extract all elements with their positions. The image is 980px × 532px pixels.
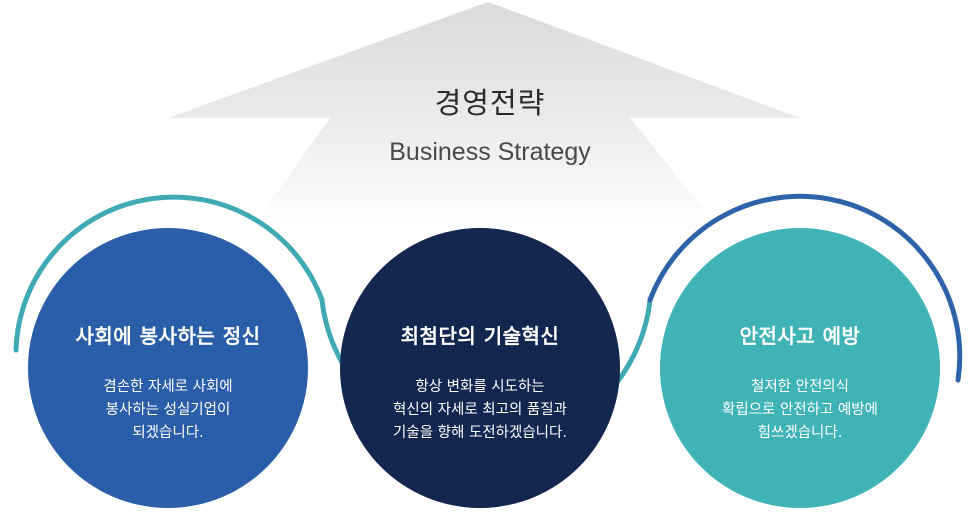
- description-line: 철저한 안전의식: [751, 379, 849, 395]
- upward-arrow-shape: [168, 2, 800, 230]
- description-line: 겸손한 자세로 사회에: [103, 379, 233, 395]
- description-line: 기술을 향해 도전하겠습니다.: [393, 425, 567, 441]
- strategy-title-english: Business Strategy: [389, 138, 591, 166]
- right-ring-arc: [647, 193, 963, 383]
- circle-tech-innovation: 최첨단의 기술혁신 항상 변화를 시도하는 혁신의 자세로 최고의 품질과 기술…: [340, 228, 620, 508]
- circle-social-service: 사회에 봉사하는 정신 겸손한 자세로 사회에 봉사하는 성실기업이 되겠습니다…: [28, 228, 308, 508]
- circle-title: 안전사고 예방: [739, 324, 861, 348]
- circle-title: 최첨단의 기술혁신: [400, 324, 560, 348]
- circle-safety-prevention: 안전사고 예방 철저한 안전의식 확립으로 안전하고 예방에 힘쓰겠습니다.: [660, 228, 940, 508]
- circle-description: 항상 변화를 시도하는 혁신의 자세로 최고의 품질과 기술을 향해 도전하겠습…: [350, 376, 610, 445]
- description-line: 되겠습니다.: [132, 425, 204, 441]
- left-ring-arc: [13, 194, 325, 353]
- circle-description: 철저한 안전의식 확립으로 안전하고 예방에 힘쓰겠습니다.: [670, 376, 930, 445]
- description-line: 항상 변화를 시도하는: [415, 379, 545, 395]
- strategy-title-korean: 경영전략: [434, 86, 546, 120]
- description-line: 힘쓰겠습니다.: [757, 425, 843, 441]
- description-line: 확립으로 안전하고 예방에: [722, 402, 878, 418]
- description-line: 혁신의 자세로 최고의 품질과: [393, 402, 567, 418]
- circle-title: 사회에 봉사하는 정신: [75, 324, 261, 348]
- description-line: 봉사하는 성실기업이: [105, 402, 231, 418]
- circle-description: 겸손한 자세로 사회에 봉사하는 성실기업이 되겠습니다.: [38, 376, 298, 445]
